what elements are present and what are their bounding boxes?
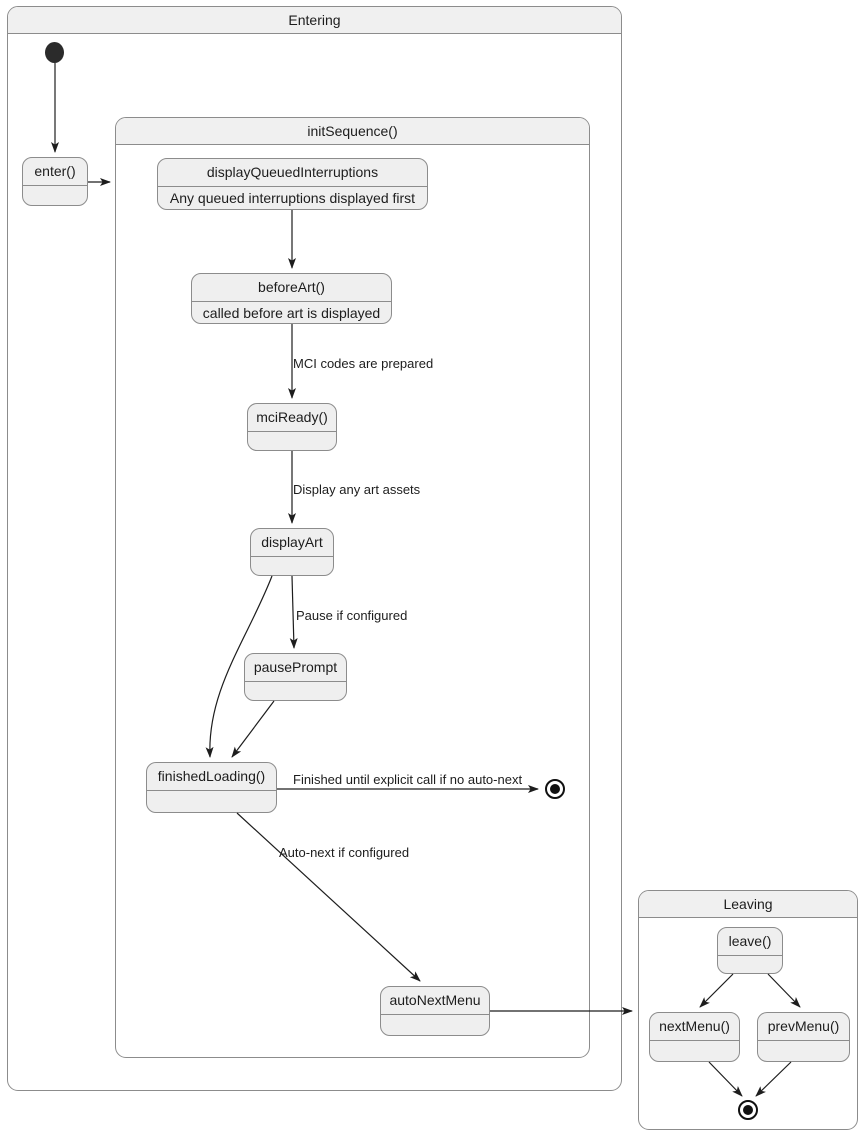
state-auto-next-menu-title: autoNextMenu [381,987,489,1015]
state-before-art-body: called before art is displayed [202,305,381,321]
final-state-entering-dot [550,784,560,794]
state-display-queued-interruptions-body: Any queued interruptions displayed first [169,190,416,206]
transition-label-auto-next-if-configured: Auto-next if configured [279,845,410,860]
final-state-entering[interactable] [545,779,565,799]
state-auto-next-menu[interactable]: autoNextMenu [380,986,490,1036]
state-next-menu-title: nextMenu() [650,1013,739,1041]
composite-state-entering-title: Entering [8,7,621,34]
composite-state-init-sequence-title: initSequence() [116,118,589,145]
state-before-art[interactable]: beforeArt() called before art is display… [191,273,392,324]
state-pause-prompt[interactable]: pausePrompt [244,653,347,701]
state-display-queued-interruptions-title: displayQueuedInterruptions [158,159,427,187]
state-finished-loading[interactable]: finishedLoading() [146,762,277,813]
state-prev-menu-title: prevMenu() [758,1013,849,1041]
transition-label-pause-if-configured: Pause if configured [296,608,408,623]
state-before-art-title: beforeArt() [192,274,391,302]
initial-pseudo-state[interactable] [45,42,64,63]
state-prev-menu[interactable]: prevMenu() [757,1012,850,1062]
composite-state-leaving[interactable]: Leaving [638,890,858,1130]
state-display-art-title: displayArt [251,529,333,557]
transition-label-display-art-assets: Display any art assets [293,482,421,497]
state-next-menu[interactable]: nextMenu() [649,1012,740,1062]
final-state-leaving[interactable] [738,1100,758,1120]
state-mci-ready-title: mciReady() [248,404,336,432]
state-display-queued-interruptions[interactable]: displayQueuedInterruptions Any queued in… [157,158,428,210]
transition-label-mci-codes-prepared: MCI codes are prepared [293,356,434,371]
state-enter-title: enter() [23,158,87,186]
state-mci-ready[interactable]: mciReady() [247,403,337,451]
composite-state-leaving-title: Leaving [639,891,857,918]
composite-state-init-sequence[interactable]: initSequence() [115,117,590,1058]
state-leave[interactable]: leave() [717,927,783,974]
state-pause-prompt-title: pausePrompt [245,654,346,682]
final-state-leaving-dot [743,1105,753,1115]
state-finished-loading-title: finishedLoading() [147,763,276,791]
state-leave-title: leave() [718,928,782,956]
state-enter[interactable]: enter() [22,157,88,206]
transition-label-finished-until-explicit-call: Finished until explicit call if no auto-… [293,772,523,787]
state-display-art[interactable]: displayArt [250,528,334,576]
